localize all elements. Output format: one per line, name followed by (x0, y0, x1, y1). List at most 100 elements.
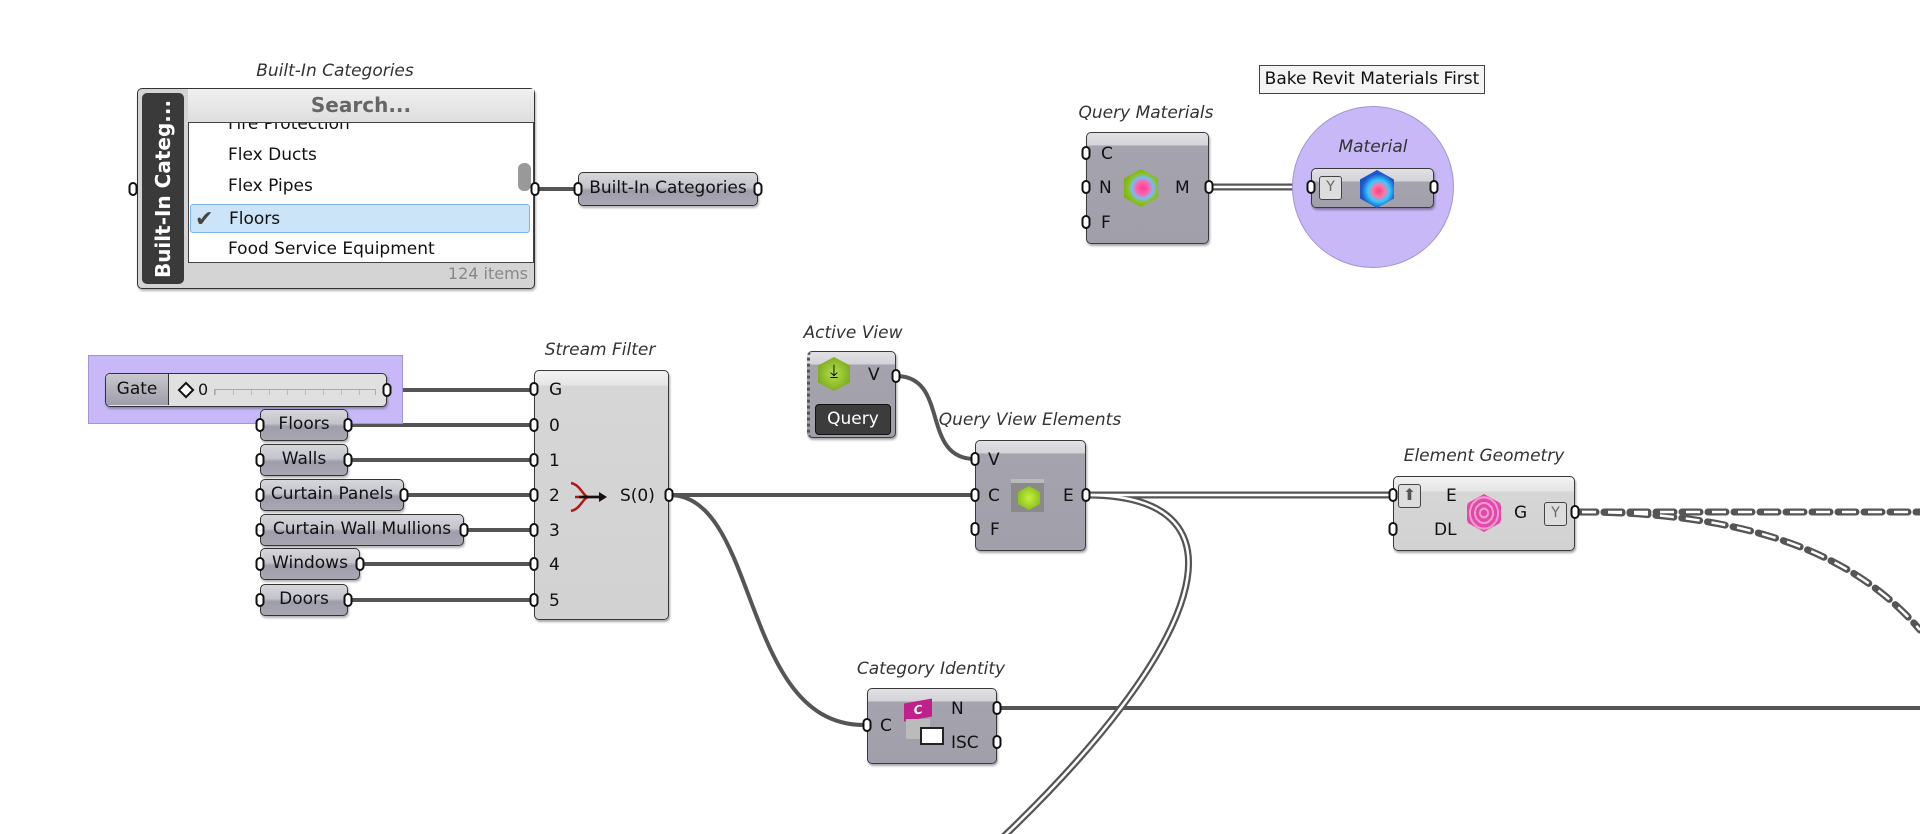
built-in-categories-title: Built-In Categories (256, 61, 414, 81)
input-label-c: C (988, 486, 1000, 506)
side-label-text: Built-In Categ... (151, 99, 175, 278)
input-label-f: F (990, 520, 1000, 540)
input-port[interactable] (255, 418, 265, 432)
list-item[interactable]: Flex Ducts (190, 141, 515, 170)
input-port[interactable] (128, 182, 138, 196)
list-item[interactable]: Food Service Equipment (190, 235, 515, 262)
output-label-v: V (868, 365, 880, 385)
output-port[interactable] (1429, 180, 1439, 194)
category-param[interactable]: Windows (260, 548, 360, 580)
input-port[interactable] (529, 488, 539, 502)
input-port[interactable] (1081, 146, 1091, 160)
list-item-label: Flex Ducts (228, 145, 317, 165)
input-port[interactable] (255, 593, 265, 607)
input-label-v: V (988, 450, 1000, 470)
output-port[interactable] (382, 383, 392, 397)
tooltip-text: Bake Revit Materials First (1264, 69, 1480, 89)
input-label: 4 (549, 555, 560, 575)
stream-filter-icon (570, 481, 607, 513)
slider-track[interactable] (214, 389, 376, 395)
output-port[interactable] (1570, 505, 1580, 519)
output-port[interactable] (530, 182, 540, 196)
output-label-e: E (1063, 486, 1074, 506)
built-in-categories-component[interactable]: Built-In Categ... Search... Fire Protect… (137, 88, 535, 289)
output-port[interactable] (664, 488, 674, 502)
input-port[interactable] (255, 453, 265, 467)
input-label-n: N (1099, 178, 1112, 198)
output-port[interactable] (355, 557, 365, 571)
input-label-f: F (1101, 213, 1111, 233)
slider-grip-icon[interactable] (177, 381, 195, 399)
input-port[interactable] (255, 523, 265, 537)
list-item-label: Flex Pipes (228, 176, 313, 196)
query-materials-component[interactable]: C N F M (1086, 132, 1209, 244)
input-port[interactable] (529, 523, 539, 537)
input-port[interactable] (573, 182, 583, 196)
category-param[interactable]: Curtain Wall Mullions (260, 514, 464, 546)
query-button[interactable]: Query (815, 404, 891, 435)
input-port[interactable] (970, 488, 980, 502)
input-port[interactable] (1081, 180, 1091, 194)
item-count: 124 items (447, 264, 528, 283)
output-port[interactable] (343, 593, 353, 607)
output-port[interactable] (1204, 180, 1214, 194)
input-port[interactable] (1306, 180, 1316, 194)
spiral-hex-icon (1467, 494, 1501, 532)
component-side-label[interactable]: Built-In Categ... (142, 93, 184, 284)
input-port[interactable] (1081, 215, 1091, 229)
material-param-icon (1360, 170, 1394, 208)
search-input[interactable]: Search... (188, 89, 534, 122)
query-view-elements-title: Query View Elements (938, 410, 1122, 430)
category-identity-component[interactable]: C C N ISC (867, 688, 997, 764)
input-port[interactable] (970, 522, 980, 536)
input-port[interactable] (1388, 488, 1398, 502)
category-param[interactable]: Curtain Panels (260, 479, 404, 511)
input-port[interactable] (529, 418, 539, 432)
flatten-icon: Y (1544, 502, 1567, 526)
category-param[interactable]: Floors (260, 409, 348, 441)
output-port[interactable] (343, 418, 353, 432)
output-port[interactable] (1081, 488, 1091, 502)
output-port[interactable] (992, 701, 1002, 715)
gate-slider[interactable]: Gate 0 (105, 373, 387, 407)
list-item[interactable]: Flex Pipes (190, 172, 515, 201)
input-port[interactable] (255, 557, 265, 571)
input-port[interactable] (255, 488, 265, 502)
input-port[interactable] (1388, 522, 1398, 536)
graft-arrow-icon: ⬆ (1398, 484, 1421, 508)
output-port[interactable] (891, 369, 901, 383)
output-label-isc: ISC (951, 733, 979, 753)
list-scrollbar[interactable] (518, 163, 531, 191)
output-port[interactable] (753, 182, 763, 196)
active-view-title: Active View (803, 323, 903, 343)
output-port[interactable] (399, 488, 409, 502)
input-port[interactable] (529, 557, 539, 571)
category-param[interactable]: Doors (260, 584, 348, 616)
material-param[interactable]: Y (1311, 168, 1434, 208)
active-view-component[interactable]: ⤓ V Query (807, 351, 896, 438)
list-item[interactable]: ✔Floors (190, 204, 530, 233)
input-port[interactable] (970, 452, 980, 466)
input-port[interactable] (529, 593, 539, 607)
wire-geometry-curve (1579, 510, 1920, 631)
output-label-s0: S(0) (620, 486, 655, 506)
material-tooltip: Bake Revit Materials First (1259, 65, 1485, 94)
output-port[interactable] (992, 735, 1002, 749)
list-item[interactable]: Fire Protection (190, 123, 515, 139)
element-geometry-component[interactable]: ⬆ E DL G Y (1393, 476, 1575, 551)
category-identity-title: Category Identity (856, 659, 1006, 679)
id-card-icon (920, 727, 944, 745)
wire-qve-down (1004, 493, 1190, 834)
input-port[interactable] (529, 453, 539, 467)
output-port[interactable] (343, 453, 353, 467)
query-view-elements-component[interactable]: V C F E (975, 440, 1086, 551)
category-param[interactable]: Walls (260, 444, 348, 476)
output-port[interactable] (459, 523, 469, 537)
flatten-icon: Y (1319, 176, 1342, 200)
list-item-label: Food Service Equipment (228, 239, 435, 259)
input-port[interactable] (529, 382, 539, 396)
input-port[interactable] (862, 718, 872, 732)
built-in-categories-param[interactable]: Built-In Categories (578, 172, 758, 206)
